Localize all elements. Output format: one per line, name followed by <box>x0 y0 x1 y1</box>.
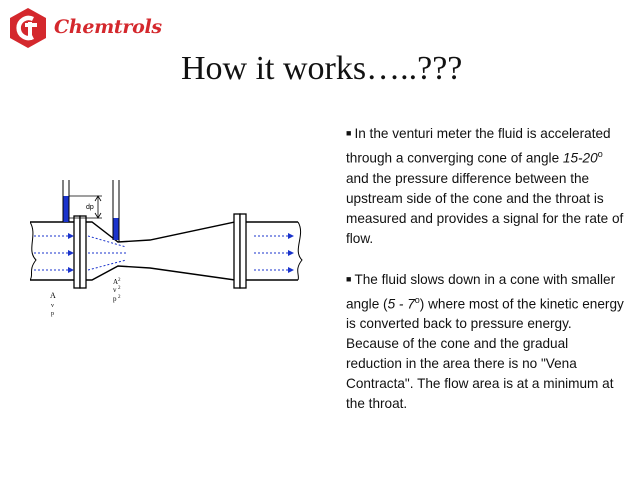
label-p1: p <box>51 311 54 317</box>
label-p2: p <box>113 295 117 303</box>
throat-tube <box>112 180 120 242</box>
degree-mark: o <box>414 294 420 305</box>
brand-logo: Chemtrols <box>6 6 162 56</box>
degree-mark: o <box>597 149 603 159</box>
pipe-upper-wall <box>30 221 298 243</box>
bullet-square-icon: ■ <box>346 128 352 138</box>
right-flange <box>233 213 241 289</box>
bullet-text-end: ) where most of the kinetic energy is co… <box>346 296 624 412</box>
page-title: How it works…..??? <box>181 50 463 87</box>
bullet-paragraph: ■The fluid slows down in a cone with sma… <box>346 269 624 415</box>
label-v1: v <box>51 303 54 309</box>
bullet-text-end: and the pressure difference between the … <box>346 170 624 246</box>
label-v2: v <box>113 286 117 294</box>
left-flange <box>73 215 81 289</box>
chemtrols-logo-icon <box>10 8 46 48</box>
label-a2-sub: 2 <box>118 278 121 283</box>
venturi-meter-diagram: dp A v p <box>30 180 328 325</box>
bullet-paragraph: ■In the venturi meter the fluid is accel… <box>346 123 624 249</box>
upstream-tube <box>62 180 70 222</box>
bullet-text: In the venturi meter the fluid is accele… <box>346 126 611 166</box>
outlet-flow-arrows <box>254 235 288 271</box>
bullet-square-icon: ■ <box>346 273 352 284</box>
brand-name: Chemtrols <box>54 16 162 38</box>
bullet-text: The fluid slows down in a cone with smal… <box>346 271 616 312</box>
inlet-flow-arrows <box>34 235 68 271</box>
converging-flow-arrows <box>87 235 127 271</box>
bullet-list: ■In the venturi meter the fluid is accel… <box>346 123 624 434</box>
label-p2-sub: 2 <box>118 295 121 300</box>
angle-value: 15-20 <box>562 150 598 166</box>
dp-label: dp <box>86 204 94 211</box>
label-a2: A <box>113 278 118 286</box>
label-a1: A <box>50 291 56 300</box>
angle-value: 5 - 7 <box>387 296 415 312</box>
label-v2-sub: 2 <box>118 286 121 291</box>
